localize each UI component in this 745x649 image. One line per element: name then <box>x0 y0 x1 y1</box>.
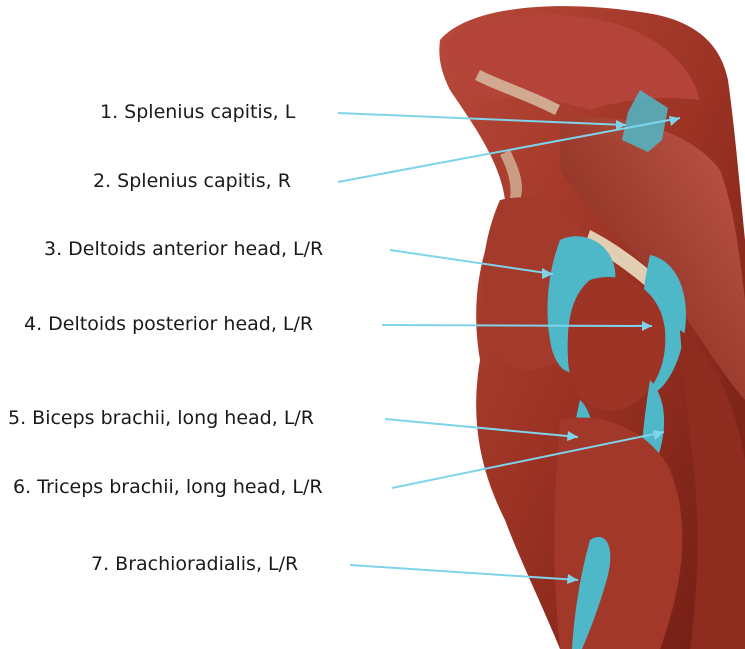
label-deltoids-posterior: 4. Deltoids posterior head, L/R <box>24 313 313 335</box>
label-biceps-brachii: 5. Biceps brachii, long head, L/R <box>8 407 314 429</box>
label-brachioradialis: 7. Brachioradialis, L/R <box>91 553 298 575</box>
label-triceps-brachii: 6. Triceps brachii, long head, L/R <box>13 476 323 498</box>
label-deltoids-anterior: 3. Deltoids anterior head, L/R <box>44 238 323 260</box>
label-splenius-capitis-l: 1. Splenius capitis, L <box>100 101 295 123</box>
label-splenius-capitis-r: 2. Splenius capitis, R <box>93 170 291 192</box>
